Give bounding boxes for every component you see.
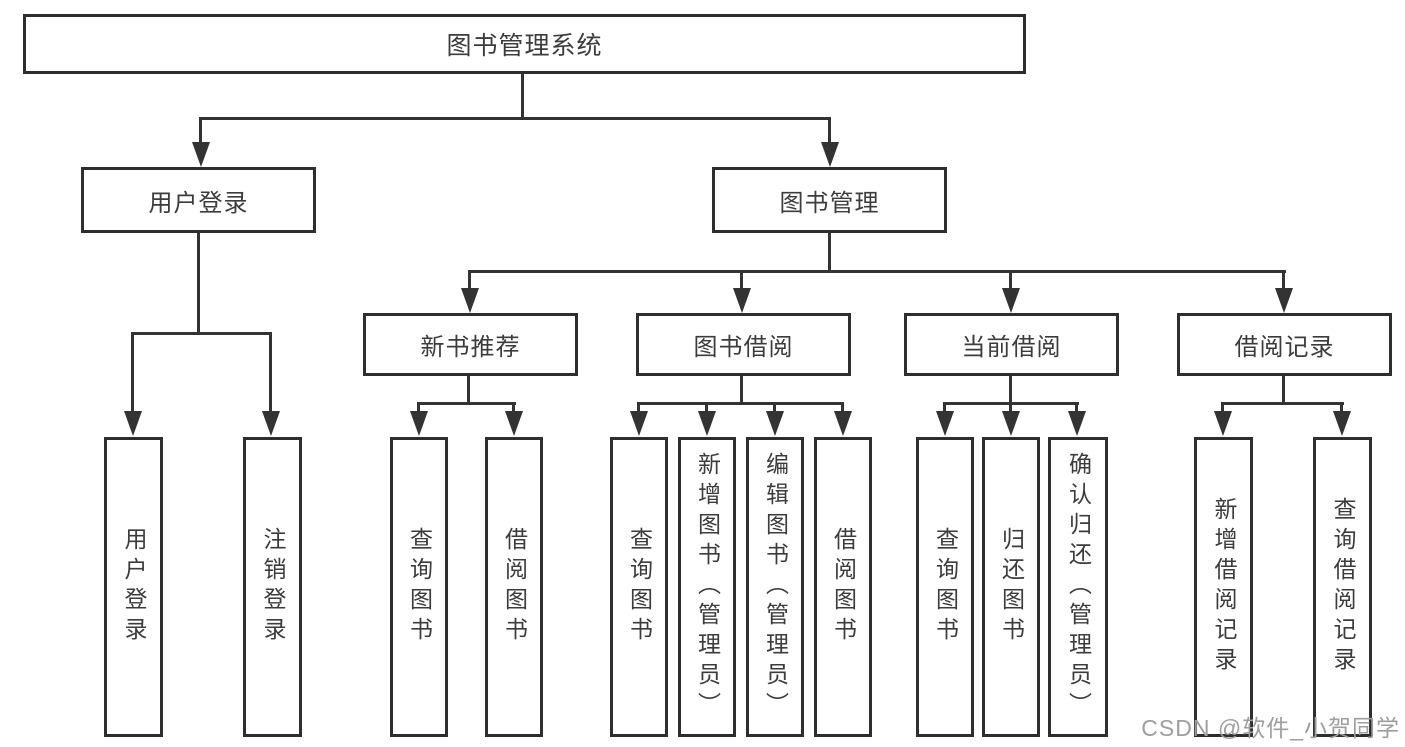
connector-line: [1075, 402, 1078, 413]
node-user-login: 用户登录: [81, 167, 316, 233]
leaf-label: 新增图书（管理员）: [694, 452, 721, 722]
arrow-down-icon: [821, 142, 839, 167]
arrow-down-icon: [124, 411, 142, 436]
arrow-down-icon: [834, 411, 852, 436]
arrow-down-icon: [262, 411, 280, 436]
csdn-watermark: CSDN @软件_小贺同学: [1141, 715, 1400, 741]
connector-line: [521, 73, 524, 120]
connector-line: [199, 117, 202, 145]
connector-line: [637, 402, 640, 413]
leaf-label: 查询借阅记录: [1330, 497, 1356, 677]
arrow-down-icon: [1214, 411, 1232, 436]
leaf-query-borrow-record: 查询借阅记录: [1313, 437, 1372, 737]
node-current-borrow: 当前借阅: [904, 313, 1119, 376]
arrow-down-icon: [410, 411, 428, 436]
leaf-query-books-recommend: 查询图书: [390, 437, 448, 737]
leaf-add-books-admin: 新增图书（管理员）: [678, 437, 736, 737]
leaf-add-borrow-record: 新增借阅记录: [1194, 437, 1253, 737]
leaf-label: 注销登录: [260, 527, 286, 647]
connector-line: [1282, 375, 1285, 405]
connector-line: [417, 402, 420, 413]
leaf-label: 查询图书: [932, 527, 959, 647]
connector-line: [1009, 375, 1012, 405]
node-borrow-records: 借阅记录: [1177, 313, 1392, 376]
connector-line: [740, 270, 743, 290]
connector-line: [841, 402, 844, 413]
connector-line: [468, 270, 1286, 273]
connector-line: [131, 332, 134, 412]
leaf-label: 新增借阅记录: [1211, 497, 1237, 677]
leaf-label: 借阅图书: [830, 527, 857, 647]
connector-line: [773, 402, 776, 413]
connector-line: [467, 375, 470, 405]
node-library-management-system: 图书管理系统: [23, 14, 1026, 74]
connector-line: [1282, 270, 1285, 290]
connector-line: [1009, 270, 1012, 290]
leaf-label: 归还图书: [998, 527, 1025, 647]
connector-line: [1221, 402, 1344, 405]
connector-line: [828, 117, 831, 145]
arrow-down-icon: [698, 411, 716, 436]
leaf-logout: 注销登录: [243, 437, 302, 737]
connector-line: [705, 402, 708, 413]
arrow-down-icon: [630, 411, 648, 436]
leaf-label: 用户登录: [121, 527, 147, 647]
leaf-label: 查询图书: [626, 527, 653, 647]
connector-line: [199, 117, 831, 120]
connector-line: [197, 232, 200, 335]
connector-line: [512, 402, 515, 413]
connector-line: [740, 375, 743, 405]
arrow-down-icon: [505, 411, 523, 436]
arrow-down-icon: [1333, 411, 1351, 436]
node-book-management: 图书管理: [712, 167, 947, 233]
leaf-return-books: 归还图书: [982, 437, 1040, 737]
leaf-label: 编辑图书（管理员）: [762, 452, 789, 722]
connector-line: [637, 402, 844, 405]
leaf-edit-books-admin: 编辑图书（管理员）: [746, 437, 804, 737]
connector-line: [943, 402, 946, 413]
arrow-down-icon: [1002, 411, 1020, 436]
leaf-label: 查询图书: [406, 527, 433, 647]
connector-line: [269, 332, 272, 412]
connector-line: [468, 270, 471, 290]
leaf-borrow-books-recommend: 借阅图书: [485, 437, 543, 737]
leaf-label: 确认归还（管理员）: [1065, 452, 1092, 722]
arrow-down-icon: [936, 411, 954, 436]
leaf-label: 借阅图书: [501, 527, 528, 647]
arrow-down-icon: [1002, 288, 1020, 313]
connector-line: [131, 332, 272, 335]
arrow-down-icon: [192, 142, 210, 167]
node-new-book-recommend: 新书推荐: [363, 313, 578, 376]
connector-line: [1221, 402, 1224, 413]
connector-line: [1009, 402, 1012, 413]
leaf-query-books-current: 查询图书: [916, 437, 974, 737]
connector-line: [1340, 402, 1343, 413]
leaf-borrow-books: 借阅图书: [814, 437, 872, 737]
leaf-user-login: 用户登录: [104, 437, 163, 737]
node-book-borrow: 图书借阅: [636, 313, 851, 376]
leaf-query-books: 查询图书: [610, 437, 668, 737]
connector-line: [828, 232, 831, 273]
connector-line: [417, 402, 516, 405]
arrow-down-icon: [461, 288, 479, 313]
leaf-confirm-return-admin: 确认归还（管理员）: [1048, 437, 1108, 737]
arrow-down-icon: [766, 411, 784, 436]
arrow-down-icon: [733, 288, 751, 313]
arrow-down-icon: [1068, 411, 1086, 436]
arrow-down-icon: [1275, 288, 1293, 313]
